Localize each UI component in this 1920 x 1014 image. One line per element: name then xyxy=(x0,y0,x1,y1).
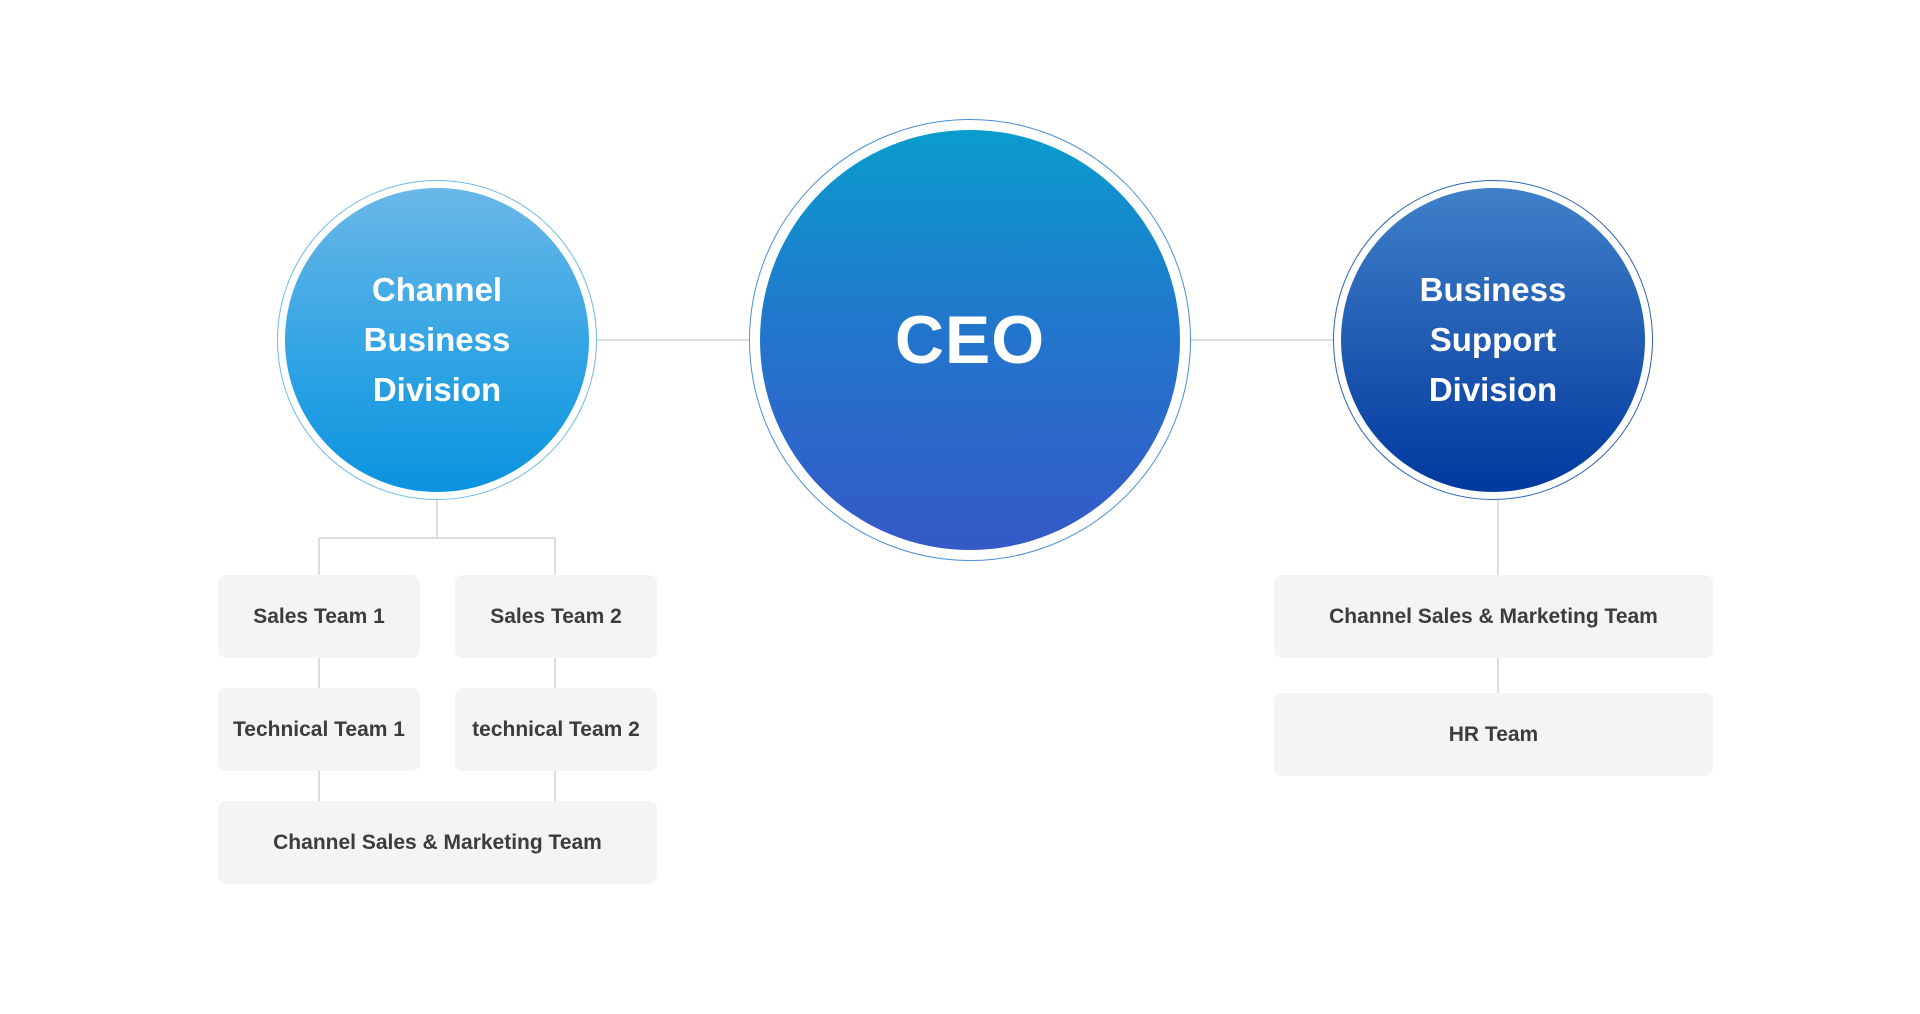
technical-team-1-label: Technical Team 1 xyxy=(233,717,405,741)
technical-team-2-box[interactable]: technical Team 2 xyxy=(455,688,657,771)
sales-team-2-box[interactable]: Sales Team 2 xyxy=(455,575,657,658)
hr-team-box[interactable]: HR Team xyxy=(1274,693,1713,776)
channel-business-division-label: Channel Business Division xyxy=(363,271,511,408)
right-channel-sales-marketing-label: Channel Sales & Marketing Team xyxy=(1329,604,1658,628)
hr-team-label: HR Team xyxy=(1448,722,1539,746)
ceo-label: CEO xyxy=(894,302,1046,378)
ceo-node[interactable]: CEO xyxy=(760,130,1180,550)
channel-business-division-node[interactable]: Channel Business Division xyxy=(285,188,589,492)
business-support-division-label: Business Support Division xyxy=(1419,271,1567,408)
technical-team-2-label: technical Team 2 xyxy=(472,717,640,741)
sales-team-1-box[interactable]: Sales Team 1 xyxy=(218,575,420,658)
business-support-division-node[interactable]: Business Support Division xyxy=(1341,188,1645,492)
left-channel-sales-marketing-box[interactable]: Channel Sales & Marketing Team xyxy=(218,801,657,884)
right-channel-sales-marketing-box[interactable]: Channel Sales & Marketing Team xyxy=(1274,575,1713,658)
technical-team-1-box[interactable]: Technical Team 1 xyxy=(218,688,420,771)
left-channel-sales-marketing-label: Channel Sales & Marketing Team xyxy=(273,830,602,854)
sales-team-1-label: Sales Team 1 xyxy=(253,604,385,628)
sales-team-2-label: Sales Team 2 xyxy=(490,604,622,628)
